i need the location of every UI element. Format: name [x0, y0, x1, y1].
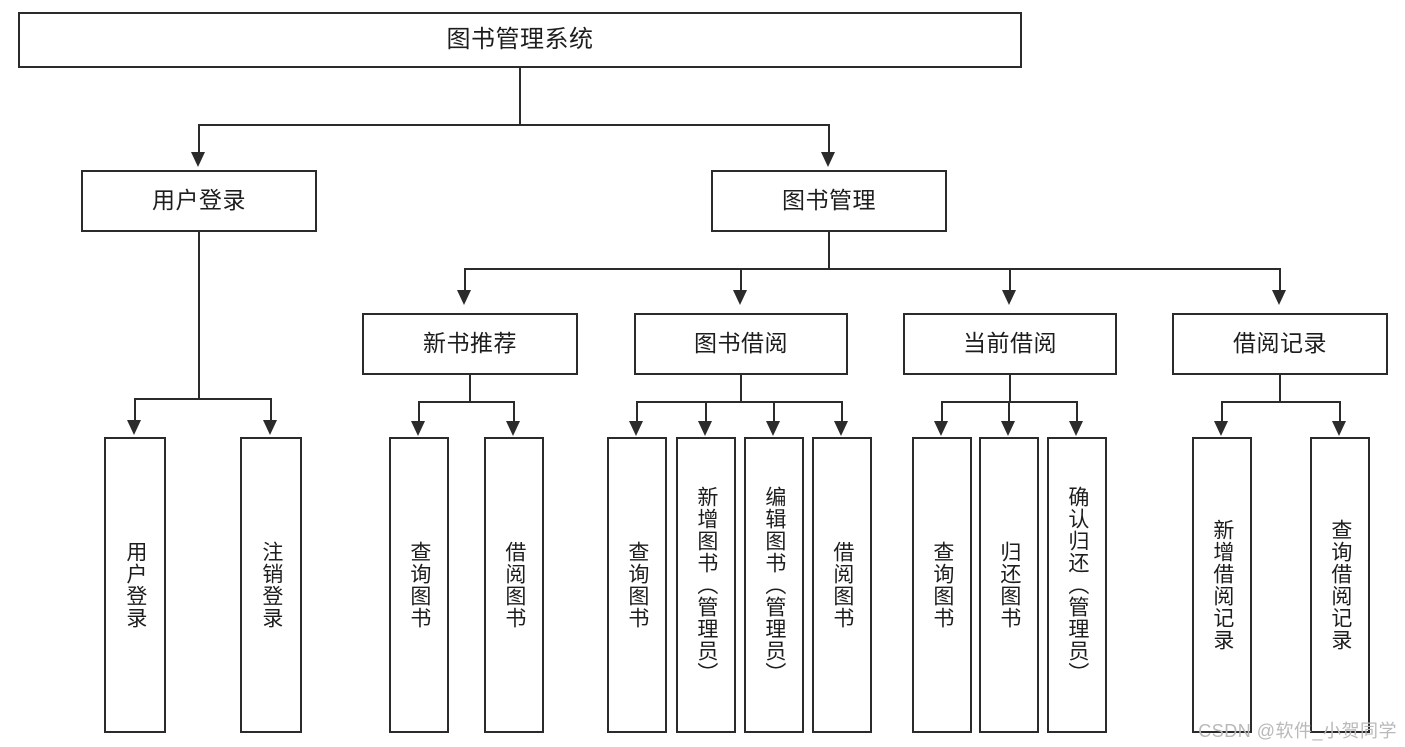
- node-book-management[interactable]: 图书管理: [711, 170, 947, 232]
- node-label: 归还图书: [997, 541, 1021, 629]
- edge-user-login-bus: [134, 398, 272, 400]
- edge-book-management-trunk: [828, 232, 830, 270]
- edge-bm-drop-4: [1279, 268, 1281, 292]
- edge-root-trunk: [519, 68, 521, 124]
- edge-user-login-trunk: [198, 232, 200, 400]
- edge-nbr-drop-2: [513, 401, 515, 423]
- arrow-nbr-leaf-1-icon: [411, 421, 425, 436]
- node-user-login[interactable]: 用户登录: [81, 170, 317, 232]
- arrow-user-login-leaf-2-icon: [263, 420, 277, 435]
- arrow-to-new-book-recommend-icon: [457, 290, 471, 305]
- node-book-borrow[interactable]: 图书借阅: [634, 313, 848, 375]
- edge-bb-drop-2: [705, 401, 707, 423]
- leaf-user-login-signout[interactable]: 注销登录: [240, 437, 302, 733]
- node-label: 当前借阅: [963, 330, 1057, 357]
- node-label: 借阅图书: [502, 541, 526, 629]
- arrow-br-leaf-2-icon: [1332, 421, 1346, 436]
- edge-root-bus: [198, 124, 830, 126]
- node-label: 用户登录: [152, 187, 246, 214]
- arrow-user-login-leaf-1-icon: [127, 420, 141, 435]
- leaf-bb-add-book-admin[interactable]: 新增图书（管理员）: [676, 437, 736, 733]
- leaf-cb-confirm-return-admin[interactable]: 确认归还（管理员）: [1047, 437, 1107, 733]
- node-label: 新增借阅记录: [1210, 519, 1234, 651]
- edge-user-login-drop-1: [134, 398, 136, 422]
- node-label: 用户登录: [123, 541, 147, 629]
- edge-bb-drop-4: [841, 401, 843, 423]
- leaf-user-login-signin[interactable]: 用户登录: [104, 437, 166, 733]
- edge-br-bus: [1221, 401, 1340, 403]
- edge-bm-drop-2: [740, 268, 742, 292]
- edge-cb-drop-1: [941, 401, 943, 423]
- leaf-bb-query-book[interactable]: 查询图书: [607, 437, 667, 733]
- edge-user-login-drop-2: [270, 398, 272, 422]
- edge-nbr-drop-1: [418, 401, 420, 423]
- edge-root-to-user-login: [198, 124, 200, 154]
- arrow-nbr-leaf-2-icon: [506, 421, 520, 436]
- arrow-to-book-borrow-icon: [733, 290, 747, 305]
- node-label: 注销登录: [259, 541, 283, 629]
- node-label: 图书管理: [782, 187, 876, 214]
- arrow-cb-leaf-3-icon: [1069, 421, 1083, 436]
- node-new-book-recommend[interactable]: 新书推荐: [362, 313, 578, 375]
- node-root-book-management-system[interactable]: 图书管理系统: [18, 12, 1022, 68]
- node-borrow-record[interactable]: 借阅记录: [1172, 313, 1388, 375]
- arrow-to-current-borrow-icon: [1002, 290, 1016, 305]
- edge-nbr-trunk: [469, 375, 471, 403]
- leaf-br-add-record[interactable]: 新增借阅记录: [1192, 437, 1252, 733]
- edge-cb-trunk: [1009, 375, 1011, 403]
- leaf-nbr-query-book[interactable]: 查询图书: [389, 437, 449, 733]
- node-current-borrow[interactable]: 当前借阅: [903, 313, 1117, 375]
- arrow-cb-leaf-1-icon: [934, 421, 948, 436]
- node-label: 查询图书: [407, 541, 431, 629]
- node-label: 编辑图书（管理员）: [762, 486, 786, 684]
- arrow-cb-leaf-2-icon: [1001, 421, 1015, 436]
- node-label: 查询图书: [625, 541, 649, 629]
- leaf-cb-return-book[interactable]: 归还图书: [979, 437, 1039, 733]
- node-label: 图书借阅: [694, 330, 788, 357]
- edge-root-to-book-management: [828, 124, 830, 154]
- edge-bm-drop-3: [1009, 268, 1011, 292]
- edge-nbr-bus: [418, 401, 514, 403]
- node-label: 图书管理系统: [446, 25, 594, 53]
- arrow-bb-leaf-2-icon: [698, 421, 712, 436]
- edge-br-trunk: [1279, 375, 1281, 403]
- edge-bb-bus: [636, 401, 842, 403]
- edge-cb-drop-2: [1008, 401, 1010, 423]
- arrow-to-book-management-icon: [821, 152, 835, 167]
- node-label: 查询借阅记录: [1328, 519, 1352, 651]
- node-label: 新书推荐: [423, 330, 517, 357]
- node-label: 借阅图书: [830, 541, 854, 629]
- edge-br-drop-1: [1221, 401, 1223, 423]
- arrow-to-user-login-icon: [191, 152, 205, 167]
- leaf-bb-edit-book-admin[interactable]: 编辑图书（管理员）: [744, 437, 804, 733]
- leaf-bb-borrow-book[interactable]: 借阅图书: [812, 437, 872, 733]
- edge-bb-drop-3: [773, 401, 775, 423]
- edge-br-drop-2: [1339, 401, 1341, 423]
- arrow-bb-leaf-1-icon: [629, 421, 643, 436]
- edge-cb-drop-3: [1076, 401, 1078, 423]
- arrow-br-leaf-1-icon: [1214, 421, 1228, 436]
- edge-bb-drop-1: [636, 401, 638, 423]
- arrow-bb-leaf-4-icon: [834, 421, 848, 436]
- leaf-br-query-record[interactable]: 查询借阅记录: [1310, 437, 1370, 733]
- leaf-cb-query-book[interactable]: 查询图书: [912, 437, 972, 733]
- edge-bm-drop-1: [464, 268, 466, 292]
- node-label: 查询图书: [930, 541, 954, 629]
- node-label: 新增图书（管理员）: [694, 486, 718, 684]
- edge-book-management-bus: [464, 268, 1280, 270]
- edge-bb-trunk: [740, 375, 742, 403]
- leaf-nbr-borrow-book[interactable]: 借阅图书: [484, 437, 544, 733]
- node-label: 确认归还（管理员）: [1065, 486, 1089, 684]
- arrow-bb-leaf-3-icon: [766, 421, 780, 436]
- arrow-to-borrow-record-icon: [1272, 290, 1286, 305]
- node-label: 借阅记录: [1233, 330, 1327, 357]
